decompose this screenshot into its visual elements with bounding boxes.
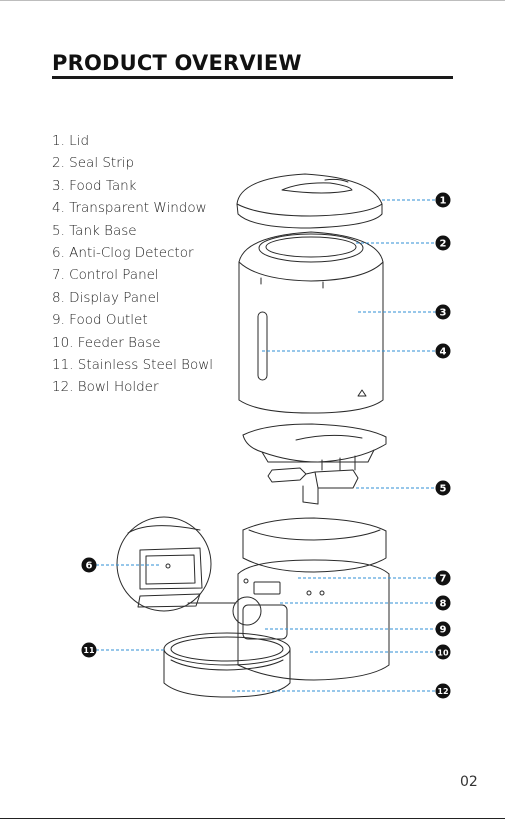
callout-11-label: 11: [83, 646, 95, 655]
callout-6: 6: [82, 558, 97, 573]
callout-10-label: 10: [437, 649, 449, 658]
callout-7: 7: [436, 571, 451, 586]
callout-2-label: 2: [440, 239, 447, 250]
callout-3: 3: [436, 305, 451, 320]
callout-2: 2: [436, 236, 451, 251]
page-bottom-edge: [0, 818, 505, 819]
bowl-drawing: [164, 633, 290, 697]
callout-7-label: 7: [440, 574, 447, 585]
food-tank-drawing: [239, 232, 383, 413]
callout-4: 4: [436, 344, 451, 359]
feeder-base-drawing: [238, 518, 389, 680]
page-number: 02: [460, 774, 478, 790]
tank-base-drawing: [243, 424, 386, 504]
lid-drawing: [237, 174, 382, 228]
callout-9-label: 9: [440, 625, 447, 636]
callout-8: 8: [436, 596, 451, 611]
callout-11: 11: [82, 643, 97, 658]
callout-6-label: 6: [86, 561, 93, 572]
anti-clog-zoom-drawing: [117, 517, 261, 625]
callout-1: 1: [436, 193, 451, 208]
callout-1-label: 1: [440, 196, 447, 207]
callout-10: 10: [436, 645, 451, 660]
callout-5: 5: [436, 481, 451, 496]
callout-5-label: 5: [440, 484, 447, 495]
callout-12: 12: [436, 684, 451, 699]
callout-12-label: 12: [437, 687, 448, 696]
callout-3-label: 3: [440, 308, 447, 319]
callout-4-label: 4: [440, 347, 447, 358]
callout-8-label: 8: [440, 599, 447, 610]
callout-9: 9: [436, 622, 451, 637]
